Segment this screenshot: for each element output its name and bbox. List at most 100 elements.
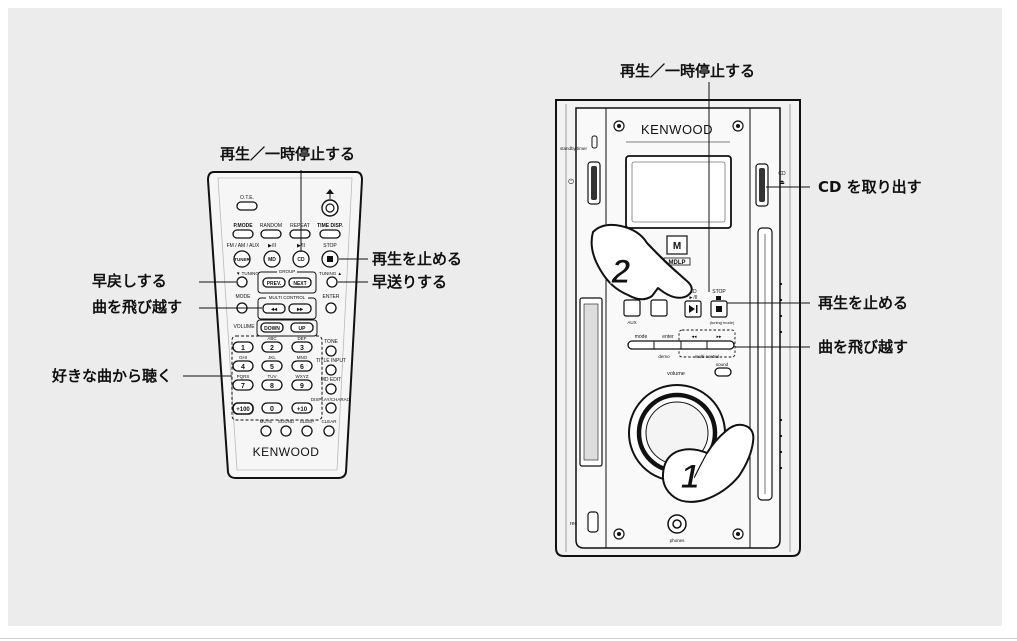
number-key-9[interactable] bbox=[291, 379, 313, 391]
callout-remote-ffwd: 早送りする bbox=[372, 273, 448, 291]
step-2-number: 2 bbox=[611, 253, 631, 291]
tuner-button[interactable] bbox=[233, 250, 251, 268]
volume-down-button[interactable] bbox=[260, 322, 284, 333]
time-disp-label: TIME DISP. bbox=[317, 223, 343, 229]
tuning-left-label: ▼ TUNING bbox=[236, 271, 259, 276]
number-key-5[interactable] bbox=[261, 360, 283, 372]
ffwd-icon: ▸▸ bbox=[296, 307, 304, 313]
tuning-down-button[interactable] bbox=[236, 276, 248, 288]
number-key-2[interactable] bbox=[261, 341, 283, 353]
random-button[interactable] bbox=[260, 229, 282, 239]
numpad-row-3: 7 8 9 bbox=[232, 379, 313, 391]
ffwd-button[interactable] bbox=[288, 303, 312, 314]
repeat-button[interactable] bbox=[289, 229, 311, 239]
sleep-label: SLEEP bbox=[300, 419, 315, 424]
number-key-0[interactable] bbox=[261, 402, 283, 414]
stop-icon bbox=[327, 256, 333, 262]
cd-label: CD bbox=[297, 257, 305, 263]
numpad-label-mno: MNO bbox=[297, 355, 308, 360]
tuner-label: TUNER bbox=[234, 257, 250, 262]
callout-unit-play-pause: 再生／一時停止する bbox=[620, 62, 756, 80]
unit-sound-button[interactable] bbox=[714, 367, 732, 377]
number-key-label: 9 bbox=[300, 383, 304, 390]
rec-label: rec bbox=[570, 521, 577, 527]
tone-label: TONE bbox=[324, 339, 338, 345]
clear-label: CLEAR bbox=[321, 419, 337, 424]
display-char-button[interactable] bbox=[325, 402, 337, 414]
svg-text:M: M bbox=[673, 241, 681, 252]
standby-indicator bbox=[591, 135, 598, 149]
sound-button[interactable] bbox=[280, 425, 292, 437]
rec-button[interactable] bbox=[587, 511, 599, 533]
p-mode-button[interactable] bbox=[232, 229, 254, 239]
rewind-icon: ◂◂ bbox=[270, 307, 278, 313]
number-key-6[interactable] bbox=[291, 360, 313, 372]
power-icon: ⏻ bbox=[568, 178, 574, 186]
power-button[interactable] bbox=[321, 199, 339, 217]
multi-control-label: MULTI CONTROL bbox=[269, 295, 306, 300]
prev-button[interactable] bbox=[262, 277, 286, 288]
plus100-key[interactable] bbox=[232, 402, 254, 415]
md-button[interactable] bbox=[263, 250, 281, 268]
plus10-key[interactable] bbox=[291, 402, 313, 414]
hand-step-2-icon: 2 bbox=[590, 223, 693, 301]
number-key-label: 5 bbox=[270, 364, 274, 371]
numpad-label-abc: ABC bbox=[267, 336, 277, 341]
tuning-up-button[interactable] bbox=[326, 276, 338, 288]
display-char-label: DISPLAY/CHARAC. bbox=[311, 397, 351, 402]
power-arrow-icon bbox=[326, 189, 334, 194]
md-edit-button[interactable] bbox=[325, 383, 337, 395]
md-label: MD bbox=[268, 257, 276, 263]
numpad-label-jkl: JKL bbox=[268, 355, 276, 360]
aux-button[interactable] bbox=[623, 299, 641, 317]
tone-button[interactable] bbox=[325, 345, 337, 357]
unit-sound-label: sound bbox=[716, 362, 729, 367]
numpad-label-def: DEF bbox=[298, 336, 307, 341]
sleep-button[interactable] bbox=[301, 425, 313, 437]
callout-remote-play-pause: 再生／一時停止する bbox=[220, 145, 356, 163]
time-disp-button[interactable] bbox=[319, 229, 341, 239]
number-key-label: 0 bbox=[270, 406, 274, 413]
mute-button[interactable] bbox=[260, 425, 272, 437]
number-key-label: 3 bbox=[300, 345, 304, 352]
remote-control: O.T.E. P.MODE RANDOM REPEAT TIME DISP. F… bbox=[206, 171, 364, 479]
number-key-4[interactable] bbox=[232, 360, 254, 372]
unit-mode-label: mode bbox=[635, 334, 648, 340]
number-key-8[interactable] bbox=[261, 379, 283, 391]
callout-unit-stop: 再生を止める bbox=[818, 294, 909, 312]
random-label: RANDOM bbox=[260, 223, 282, 229]
md-source-button[interactable] bbox=[650, 299, 668, 317]
p-mode-label: P.MODE bbox=[233, 223, 253, 229]
numpad-label-ghi: GHI bbox=[239, 355, 247, 360]
number-key-1[interactable] bbox=[232, 341, 254, 353]
enter-button[interactable] bbox=[325, 302, 337, 314]
right-led-dots bbox=[779, 282, 783, 470]
number-key-3[interactable] bbox=[291, 341, 313, 353]
number-key-label: 4 bbox=[241, 364, 245, 371]
clear-button[interactable] bbox=[323, 425, 335, 437]
title-input-button[interactable] bbox=[325, 364, 337, 376]
unit-rewind-icon: ◂◂ bbox=[691, 334, 697, 340]
volume-up-button[interactable] bbox=[290, 322, 314, 333]
tuning-right-label: TUNING ▲ bbox=[319, 271, 342, 276]
unit-ffwd-icon: ▸▸ bbox=[716, 334, 722, 340]
numpad-label-pqrs: PQRS bbox=[237, 374, 250, 379]
md-edit-label: MD EDIT bbox=[321, 377, 342, 383]
unit-enter-label: enter bbox=[662, 334, 674, 340]
next-button[interactable] bbox=[288, 277, 312, 288]
callout-remote-skip: 曲を飛び越す bbox=[92, 298, 183, 316]
unit-cd-label: CD bbox=[689, 289, 697, 295]
rewind-button[interactable] bbox=[262, 303, 286, 314]
demo-label: demo bbox=[658, 354, 670, 359]
md-top-label: ▶/II bbox=[268, 243, 276, 249]
number-key-7[interactable] bbox=[232, 379, 254, 391]
power-icon bbox=[325, 203, 335, 213]
cd-eject-label: CD bbox=[778, 171, 786, 177]
tuning-mode-label: (tuning mode) bbox=[710, 320, 735, 325]
callout-remote-rewind: 早戻しする bbox=[92, 272, 167, 290]
volume-label: VOLUME bbox=[233, 324, 255, 330]
otte-button[interactable] bbox=[236, 201, 258, 211]
step-1-number: 1 bbox=[681, 458, 700, 496]
repeat-label: REPEAT bbox=[290, 223, 310, 229]
stop-icon bbox=[716, 296, 721, 300]
